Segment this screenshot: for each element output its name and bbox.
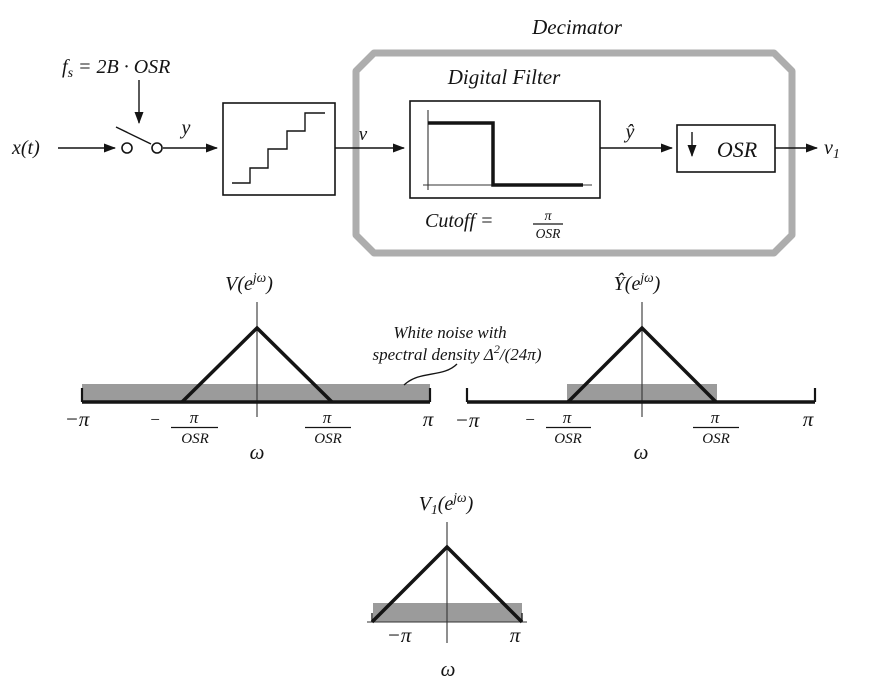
cutoff-frac-numerator: π	[544, 209, 552, 224]
switch-arm	[115, 126, 152, 145]
v-baseline-end-ticks	[80, 388, 432, 402]
sampling-rate-label: fs = 2B · OSR	[62, 56, 170, 81]
v-pos-frac-numerator: π	[323, 408, 332, 427]
yhat-pos-frac-numerator: π	[711, 408, 720, 427]
yhat-tick-neg-pi: −π	[455, 408, 480, 432]
filter-output-label: ŷ	[624, 121, 635, 143]
noise-annotation-leader-line	[403, 363, 458, 386]
yhat-tick-pi: π	[803, 407, 814, 431]
v-tick-pos-pi-over-osr: π OSR	[305, 408, 351, 447]
v-neg-frac-denominator: OSR	[181, 431, 209, 447]
v-neg-frac-numerator: π	[190, 408, 199, 427]
yhat-omega-label: ω	[634, 440, 649, 464]
v1-tick-neg-pi: −π	[387, 623, 412, 647]
sampler-switch	[115, 126, 163, 154]
decimator-outline	[352, 49, 796, 257]
noise-annotation: White noise with spectral density Δ2/(24…	[373, 323, 542, 386]
noise-annotation-line1: White noise with	[393, 323, 506, 342]
yhat-neg-frac-numerator: π	[563, 408, 572, 427]
cutoff-label: Cutoff =	[425, 210, 494, 232]
v-omega-label: ω	[250, 440, 265, 464]
yhat-signal-triangle	[566, 325, 718, 404]
v-noise-band	[82, 384, 430, 402]
cutoff-annotation: Cutoff = π OSR	[425, 209, 563, 241]
v1-omega-label: ω	[441, 657, 456, 681]
v1-spectrum-plot: V1(ejω) −π π ω	[367, 490, 527, 681]
lowpass-response-icon	[428, 121, 583, 187]
digital-filter-title: Digital Filter	[447, 65, 561, 89]
cutoff-frac-denominator: OSR	[536, 226, 561, 241]
v1-spectrum-title: V1(ejω)	[419, 490, 474, 517]
switch-contact-left	[121, 142, 133, 154]
yhat-spectrum-plot: Ŷ(ejω) −π − π OSR π OSR π ω	[455, 270, 817, 464]
yhat-baseline-end-ticks	[465, 388, 817, 402]
v-spectrum-title: V(ejω)	[225, 270, 273, 295]
v-tick-pi: π	[423, 407, 434, 431]
downsampler-ratio-label: OSR	[717, 137, 758, 162]
v-neg-frac-sign: −	[149, 410, 160, 429]
yhat-tick-pos-pi-over-osr: π OSR	[693, 408, 739, 447]
block-diagram: Decimator Digital Filter x(t) fs = 2B · …	[11, 15, 840, 257]
noise-annotation-line2: spectral density Δ2/(24π)	[373, 342, 542, 364]
v-signal-triangle	[180, 325, 334, 404]
v1-signal-triangle	[370, 544, 524, 624]
decimator-title: Decimator	[531, 15, 623, 39]
v-pos-frac-denominator: OSR	[314, 431, 342, 447]
v-tick-neg-pi: −π	[65, 407, 90, 431]
switch-contact-right	[151, 142, 163, 154]
sampled-signal-label: y	[180, 117, 191, 139]
v1-tick-pi: π	[510, 623, 521, 647]
yhat-spectrum-title: Ŷ(ejω)	[614, 270, 661, 295]
quantizer-staircase-icon	[232, 112, 325, 184]
final-output-label: v1	[824, 137, 840, 162]
v-tick-neg-pi-over-osr: − π OSR	[149, 408, 218, 447]
yhat-pos-frac-denominator: OSR	[702, 431, 730, 447]
yhat-tick-neg-pi-over-osr: − π OSR	[524, 408, 591, 447]
digital-filter-box	[409, 100, 601, 199]
input-signal-label: x(t)	[11, 137, 40, 159]
yhat-neg-frac-denominator: OSR	[554, 431, 582, 447]
v-spectrum-plot: V(ejω) −π − π OSR π OSR π ω	[65, 270, 434, 464]
yhat-neg-frac-sign: −	[524, 410, 535, 429]
quantizer-output-label: v	[359, 124, 368, 145]
